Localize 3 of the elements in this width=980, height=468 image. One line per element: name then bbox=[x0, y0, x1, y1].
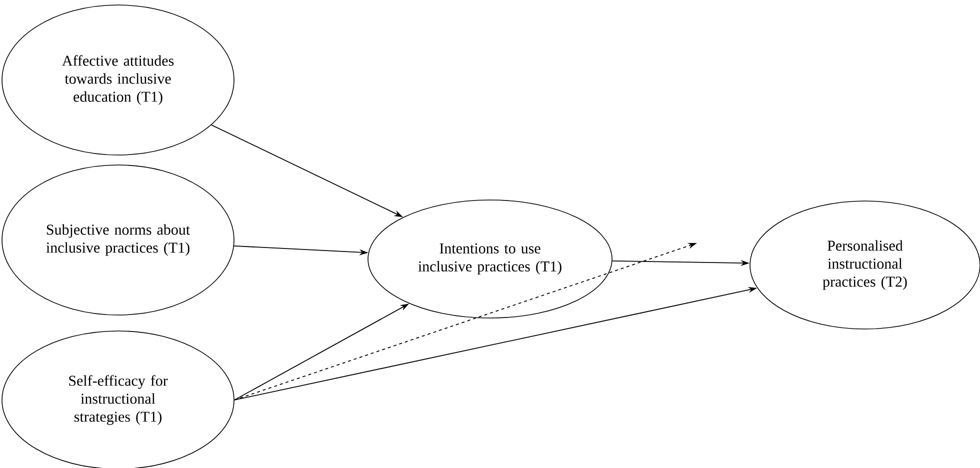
ellipse-node: Intentions to use inclusive practices (T1) bbox=[368, 200, 612, 318]
ellipse-node: Subjective norms about inclusive practices (T1) bbox=[2, 164, 234, 316]
ellipse-node: Affective attitudes towards inclusive education (T1) bbox=[2, 4, 234, 156]
